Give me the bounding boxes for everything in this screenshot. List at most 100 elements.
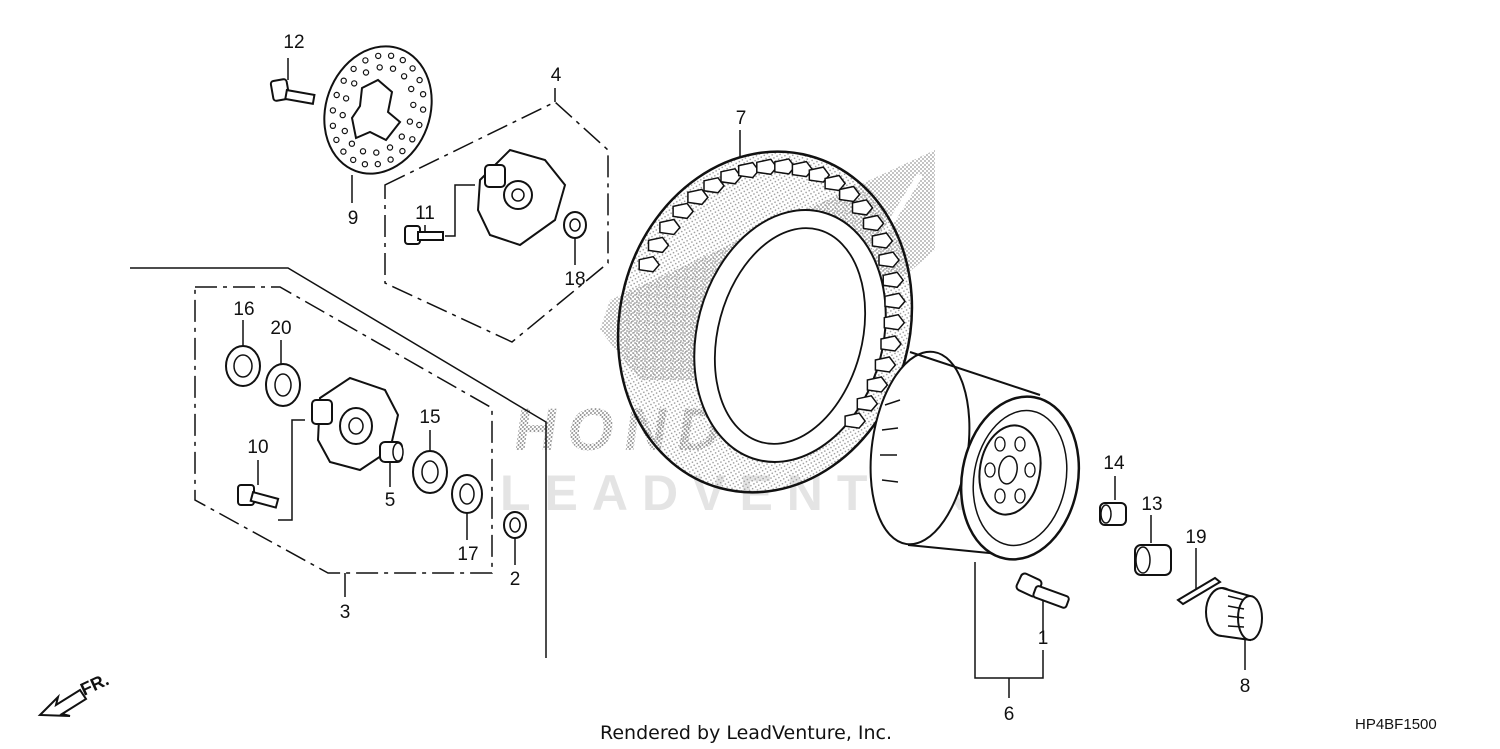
callout-11: 11: [415, 203, 435, 224]
tread-lug: [882, 271, 905, 289]
hub-kit-bracket-3: [194, 286, 493, 574]
tire-tread-lugs: [638, 158, 906, 429]
disc-hole: [339, 111, 346, 119]
tread-lug: [647, 236, 670, 254]
section-border: [130, 267, 547, 658]
disc-hole: [362, 57, 369, 64]
valve-stem: [1015, 572, 1070, 609]
callout-13: 13: [1141, 494, 1162, 515]
tread-lug: [737, 161, 760, 179]
disc-hole: [400, 73, 408, 80]
disc-hole: [376, 64, 383, 71]
disc-hole: [408, 85, 415, 93]
disc-hole: [419, 90, 427, 98]
bearing-17: [451, 474, 483, 514]
tread-lug: [883, 313, 906, 331]
tread-lug: [856, 394, 879, 412]
disc-hole: [350, 65, 357, 73]
tread-lug: [756, 158, 778, 176]
callout-labels: 1 2 3 4 5 6 7 8 9 10 11 12 13 14 15 16 1…: [233, 32, 1250, 725]
callout-18: 18: [564, 269, 585, 290]
disc-hole: [409, 65, 416, 72]
disc-hole: [342, 95, 350, 102]
disc-hole: [362, 69, 370, 76]
callout-1: 1: [1038, 628, 1049, 649]
disc-hole: [410, 101, 417, 109]
front-direction-arrow-icon: FR.: [37, 669, 112, 717]
disc-hole: [387, 156, 394, 163]
hub-bolt-11: [404, 184, 475, 245]
disc-hole: [350, 156, 357, 164]
tread-lug: [824, 174, 847, 192]
callout-6: 6: [1004, 704, 1015, 725]
brake-disc: [323, 45, 433, 175]
atv-tire: [616, 150, 914, 494]
tread-lug: [884, 292, 906, 310]
disc-hole: [386, 144, 394, 151]
tread-lug: [720, 167, 742, 185]
tread-lug: [703, 176, 725, 194]
callout-5: 5: [385, 490, 396, 511]
callout-9: 9: [348, 208, 359, 229]
callout-17: 17: [457, 544, 478, 565]
disc-hole: [406, 118, 414, 125]
disc-hole: [329, 122, 337, 130]
hub-kit-bracket-4: [384, 101, 609, 343]
drive-adapter-8: [1205, 587, 1263, 642]
rim-lug-hole: [994, 488, 1006, 504]
rim-lug-hole: [1024, 462, 1036, 478]
tread-lug: [838, 185, 861, 203]
callout-15: 15: [419, 407, 440, 428]
callout-2: 2: [510, 569, 521, 590]
disc-hole: [341, 127, 348, 135]
front-hub-upper: [476, 148, 567, 247]
bearing-15: [412, 450, 448, 494]
callout-19: 19: [1185, 527, 1206, 548]
disc-hole: [398, 133, 405, 140]
disc-hole: [399, 56, 406, 64]
disc-hole: [374, 160, 381, 168]
disc-hole: [340, 77, 347, 84]
cotter-pin-19: [1176, 576, 1222, 606]
rim-lug-hole: [994, 436, 1006, 452]
disc-hole: [416, 76, 423, 84]
tread-lug: [687, 188, 709, 206]
tread-lug: [659, 218, 681, 236]
disc-hole: [333, 91, 340, 99]
disc-bolt: [269, 78, 316, 105]
rim-lug-hole: [984, 462, 996, 478]
disc-hole: [387, 52, 395, 60]
tread-lug: [638, 255, 661, 273]
spacer-5: [379, 441, 404, 463]
tread-lug: [672, 202, 695, 220]
front-hub-lower: [311, 376, 400, 472]
callout-3: 3: [340, 602, 351, 623]
tread-lug: [880, 335, 902, 352]
disc-hole: [333, 136, 340, 144]
disc-hole: [348, 140, 356, 147]
callout-8: 8: [1240, 676, 1251, 697]
castle-nut-13: [1134, 544, 1172, 576]
callout-10: 10: [247, 437, 268, 458]
cap-nut-14: [1099, 502, 1127, 526]
tread-lug: [874, 356, 897, 373]
disc-hole: [361, 160, 369, 168]
wheel-rim: [869, 350, 1081, 561]
disc-hole: [359, 148, 367, 155]
hub-bolt-10: [237, 419, 305, 521]
disc-hole: [375, 52, 382, 60]
callout-16: 16: [233, 299, 254, 320]
disc-hole: [389, 65, 397, 72]
disc-hole: [340, 148, 347, 155]
tread-lug: [851, 199, 874, 216]
disc-hole: [329, 107, 337, 114]
bearing-16: [225, 345, 261, 387]
disc-hole: [419, 106, 427, 113]
disc-hole: [416, 121, 423, 129]
callout-14: 14: [1103, 453, 1125, 474]
tread-lug: [866, 376, 889, 393]
rim-lug-hole: [1014, 436, 1026, 452]
leader-lines: [242, 58, 1246, 698]
disc-hole: [373, 149, 380, 156]
